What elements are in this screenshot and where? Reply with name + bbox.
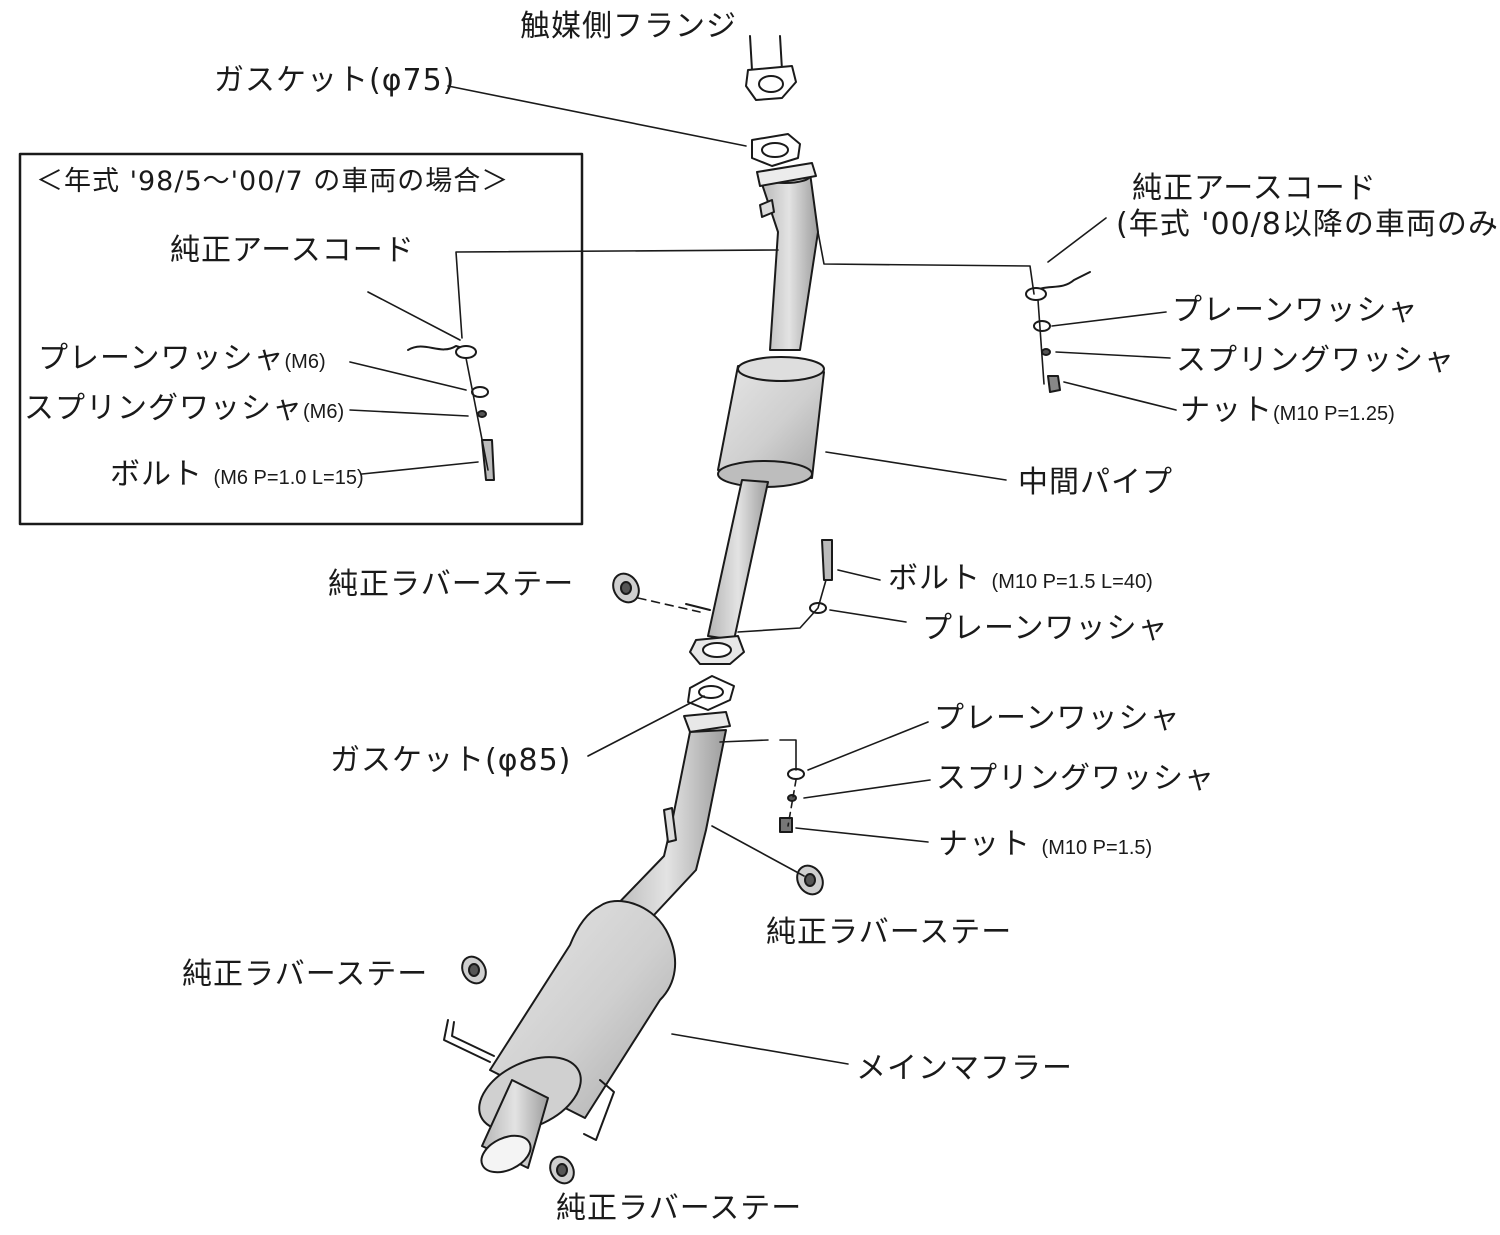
label-gasket-75: ガスケット(φ75) xyxy=(214,63,456,98)
label-gasket-85: ガスケット(φ85) xyxy=(330,743,572,778)
label-plain-washer-b: プレーンワッシャ xyxy=(922,611,1169,646)
label-rubber-stay-a: 純正ラバーステー xyxy=(328,567,575,602)
label-rubber-stay-c: 純正ラバーステー xyxy=(182,957,429,992)
mid-pipe xyxy=(685,162,825,665)
label-rubber-stay-d: 純正ラバーステー xyxy=(556,1191,803,1226)
label-earth-cord-note: (年式 '00/8以降の車両のみ) xyxy=(1116,207,1500,242)
label-main-muffler: メインマフラー xyxy=(856,1051,1073,1086)
rubber-stays xyxy=(461,572,824,1185)
label-rubber-stay-b: 純正ラバーステー xyxy=(766,915,1013,950)
inset-box xyxy=(18,152,584,526)
inset-label-earth-cord: 純正アースコード xyxy=(170,233,415,268)
catalyst-flange xyxy=(745,35,797,101)
bolt-washer-b xyxy=(809,539,833,614)
main-muffler-section xyxy=(443,711,731,1174)
label-plain-washer-c: プレーンワッシャ xyxy=(934,701,1181,736)
label-mid-pipe: 中間パイプ xyxy=(1018,465,1173,500)
washer-nut-c xyxy=(779,768,805,833)
label-nut-c: ナット (M10 P=1.5) xyxy=(938,827,1153,862)
label-plain-washer-a: プレーンワッシャ xyxy=(1172,293,1419,328)
gasket-75 xyxy=(751,133,801,167)
earth-cord-hardware-a xyxy=(1025,271,1091,393)
label-spring-washer-c: スプリングワッシャ xyxy=(936,761,1215,796)
leader-lines xyxy=(349,85,1177,1065)
inset-title: ＜年式 '98/5〜'00/7 の車両の場合＞ xyxy=(36,166,510,197)
label-catalyst-flange: 触媒側フランジ xyxy=(520,9,737,44)
assembly-guides xyxy=(455,231,1045,827)
label-earth-cord: 純正アースコード xyxy=(1132,171,1377,206)
inset-hardware xyxy=(407,345,495,481)
inset-label-spring-washer: スプリングワッシャ(M6) xyxy=(24,391,345,426)
label-nut-a: ナット(M10 P=1.25) xyxy=(1180,393,1395,428)
label-bolt-b: ボルト (M10 P=1.5 L=40) xyxy=(888,561,1153,596)
inset-label-plain-washer: プレーンワッシャ(M6) xyxy=(38,341,326,376)
gasket-85 xyxy=(687,675,735,711)
label-spring-washer-a: スプリングワッシャ xyxy=(1176,343,1455,378)
inset-label-bolt: ボルト (M6 P=1.0 L=15) xyxy=(110,457,364,492)
